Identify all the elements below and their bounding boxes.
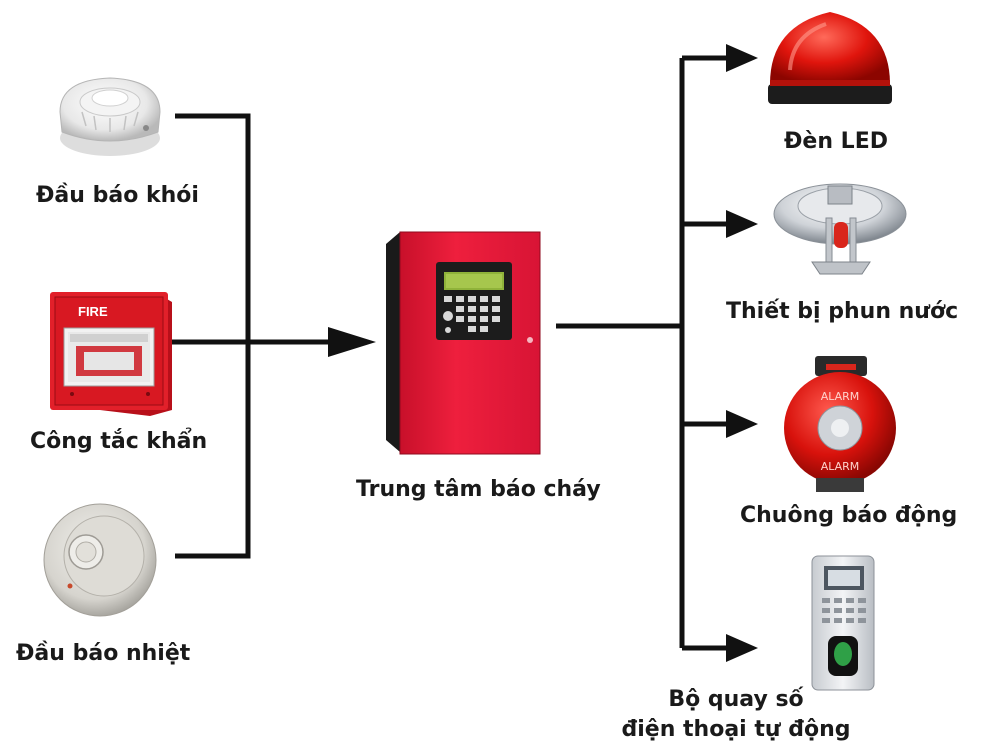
arrow-to-sprinkler [726, 210, 758, 238]
bell-marking-bottom: ALARM [821, 460, 860, 473]
alarm-bell-icon: ALARM ALARM [784, 356, 896, 492]
auto-dialer-icon [811, 555, 875, 691]
dialer-label-line1: Bộ quay số [668, 687, 804, 712]
arrow-to-bell [726, 410, 758, 438]
output-connectors [556, 55, 730, 651]
dialer-label-line2: điện thoại tự động [621, 717, 851, 742]
panel-label: Trung tâm báo cháy [356, 477, 601, 502]
fire-marking: FIRE [78, 304, 108, 319]
led-light-label: Đèn LED [784, 129, 888, 154]
sprinkler-label: Thiết bị phun nước [726, 299, 959, 324]
arrow-to-panel [328, 327, 376, 357]
bell-marking-top: ALARM [821, 390, 860, 403]
arrow-to-dialer [726, 634, 758, 662]
alarm-bell-label: Chuông báo động [740, 503, 958, 528]
smoke-detector-icon [59, 77, 161, 156]
smoke-connector [175, 113, 251, 559]
smoke-detector-label: Đầu báo khói [36, 183, 199, 208]
heat-detector-icon [43, 503, 157, 617]
arrow-to-led [726, 44, 758, 72]
emergency-switch-icon: FIRE [50, 292, 172, 416]
emergency-switch-label: Công tắc khẩn [30, 429, 208, 454]
sprinkler-icon [773, 183, 907, 275]
heat-detector-label: Đầu báo nhiệt [16, 641, 191, 666]
fire-alarm-panel-icon [386, 231, 541, 455]
led-light-icon [768, 12, 892, 104]
input-connectors [172, 113, 336, 559]
